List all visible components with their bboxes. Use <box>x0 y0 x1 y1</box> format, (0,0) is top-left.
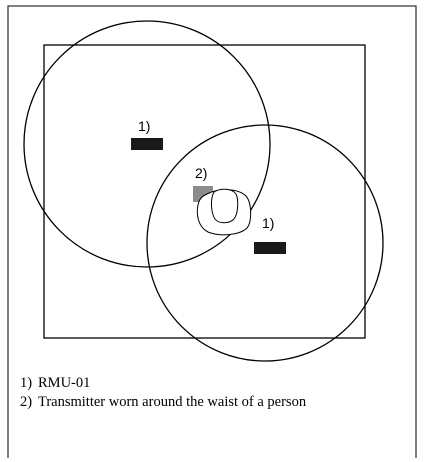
rmu-unit-top <box>131 138 163 150</box>
legend-item-rmu: 1) RMU-01 <box>20 374 410 393</box>
person-icon <box>196 188 252 236</box>
legend-text: Transmitter worn around the waist of a p… <box>38 394 307 410</box>
rmu-top-label: 1) <box>138 118 150 134</box>
rmu-bottom-label: 1) <box>262 215 274 231</box>
legend-text: RMU-01 <box>38 375 91 391</box>
coverage-circle-top <box>23 20 271 268</box>
legend-number: 2) <box>20 394 33 410</box>
room-outline <box>43 44 366 339</box>
figure-frame <box>7 5 417 458</box>
transmitter-label: 2) <box>195 165 207 181</box>
legend-item-transmitter: 2) Transmitter worn around the waist of … <box>20 393 410 412</box>
coverage-circle-bottom <box>146 124 384 362</box>
legend: 1) RMU-01 2) Transmitter worn around the… <box>20 374 410 412</box>
rmu-unit-bottom <box>254 242 286 254</box>
legend-number: 1) <box>20 375 33 391</box>
